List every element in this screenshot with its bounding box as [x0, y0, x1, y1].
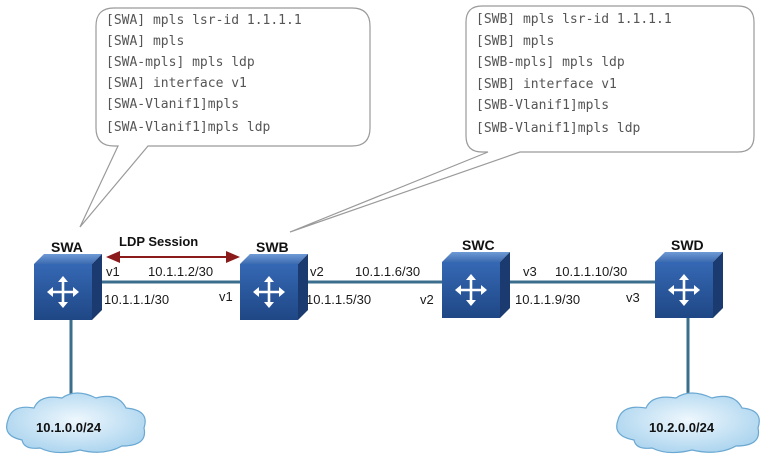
switch-swa[interactable]: SWA [34, 239, 102, 320]
swb-if-v2: v2 [310, 264, 324, 279]
swc-ip-v2: 10.1.1.6/30 [355, 264, 420, 279]
callout-swb-line-1: [SWB] mpls lsr-id 1.1.1.1 [476, 12, 672, 27]
links [69, 280, 690, 404]
ldp-session: LDP Session [106, 234, 240, 263]
callout-swb-line-6: [SWB-Vlanif1]mpls ldp [476, 121, 641, 136]
switch-swb-name: SWB [256, 239, 289, 255]
ldp-session-label: LDP Session [119, 234, 198, 249]
switch-swd[interactable]: SWD [655, 237, 723, 318]
ldp-session-arrow-right [226, 251, 240, 263]
swa-if-v1: v1 [106, 264, 120, 279]
switch-swc[interactable]: SWC [442, 237, 510, 318]
callout-swa-line-5: [SWA-Vlanif1]mpls [106, 97, 239, 112]
swb-ip-v1: 10.1.1.2/30 [148, 264, 213, 279]
swa-ip-v1: 10.1.1.1/30 [104, 292, 169, 307]
swc-if-v2: v2 [420, 292, 434, 307]
cloud-right-label: 10.2.0.0/24 [649, 420, 715, 435]
callout-swb-line-3: [SWB-mpls] mpls ldp [476, 55, 625, 70]
cloud-left-label: 10.1.0.0/24 [36, 420, 102, 435]
callout-swb-line-5: [SWB-Vlanif1]mpls [476, 98, 609, 113]
callout-swa-line-2: [SWA] mpls [106, 34, 184, 49]
ldp-session-arrow-left [106, 251, 120, 263]
callout-swa: [SWA] mpls lsr-id 1.1.1.1 [SWA] mpls [SW… [79, 7, 371, 228]
link-labels: v1 10.1.1.2/30 10.1.1.1/30 v1 v2 10.1.1.… [104, 264, 640, 307]
swc-if-v3: v3 [523, 264, 537, 279]
callout-swb-shape [289, 5, 755, 233]
swc-ip-v3: 10.1.1.9/30 [515, 292, 580, 307]
swd-ip-v3: 10.1.1.10/30 [555, 264, 627, 279]
cloud-icon [616, 392, 760, 454]
callout-swb: [SWB] mpls lsr-id 1.1.1.1 [SWB] mpls [SW… [289, 5, 755, 233]
callout-swa-line-4: [SWA] interface v1 [106, 76, 247, 91]
cloud-left: 10.1.0.0/24 [6, 392, 146, 454]
cloud-right: 10.2.0.0/24 [616, 392, 760, 454]
callout-swa-line-3: [SWA-mpls] mpls ldp [106, 55, 255, 70]
switch-swa-name: SWA [51, 239, 83, 255]
swb-if-v1: v1 [219, 289, 233, 304]
callout-swa-line-6: [SWA-Vlanif1]mpls ldp [106, 120, 271, 135]
swb-ip-v2: 10.1.1.5/30 [306, 292, 371, 307]
callout-swa-line-1: [SWA] mpls lsr-id 1.1.1.1 [106, 13, 302, 28]
switch-swb[interactable]: SWB [240, 239, 308, 320]
cloud-icon [6, 392, 146, 454]
swd-if-v3: v3 [626, 290, 640, 305]
switch-swd-name: SWD [671, 237, 704, 253]
switch-swc-name: SWC [462, 237, 495, 253]
callout-swb-line-4: [SWB] interface v1 [476, 77, 617, 92]
callout-swa-bubble [79, 7, 371, 228]
callout-swb-line-2: [SWB] mpls [476, 34, 554, 49]
